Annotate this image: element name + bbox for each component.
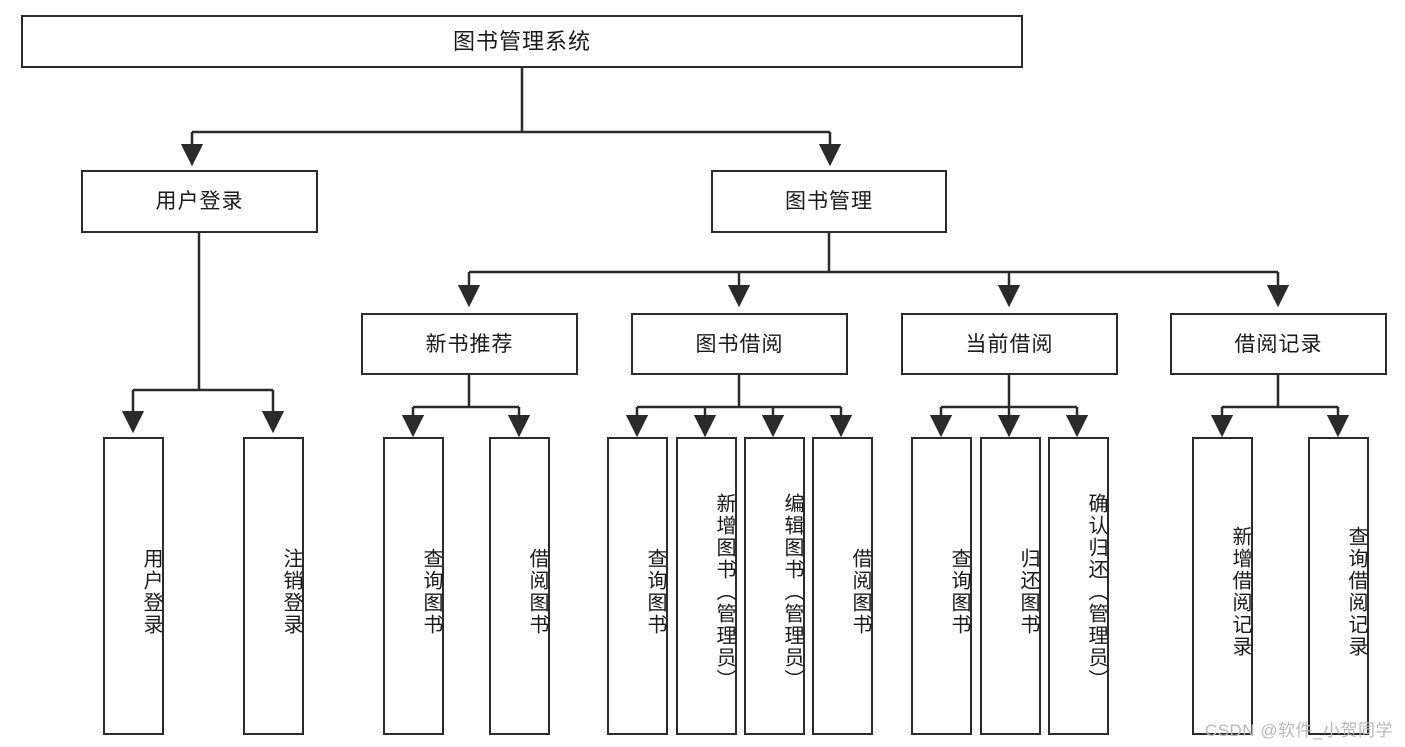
node-book-manage[interactable]: 图书管理 bbox=[711, 170, 947, 233]
node-label: 确认归还（管理员） bbox=[1085, 493, 1107, 691]
leaf-user-login[interactable]: 用户登录 bbox=[103, 437, 164, 735]
node-root-book-management-system[interactable]: 图书管理系统 bbox=[21, 15, 1023, 68]
leaf-query-book-borrow[interactable]: 查询图书 bbox=[607, 437, 668, 735]
leaf-borrow-book-new-recommendation[interactable]: 借阅图书 bbox=[489, 437, 550, 735]
node-label: 借阅记录 bbox=[1234, 332, 1323, 356]
node-label: 查询图书 bbox=[948, 548, 970, 636]
leaf-edit-book-admin[interactable]: 编辑图书（管理员） bbox=[744, 437, 805, 735]
node-label: 借阅图书 bbox=[849, 548, 871, 636]
node-new-book-recommendation[interactable]: 新书推荐 bbox=[361, 313, 578, 375]
node-label: 新增借阅记录 bbox=[1229, 526, 1251, 658]
node-user-login[interactable]: 用户登录 bbox=[81, 170, 318, 233]
leaf-logout-login[interactable]: 注销登录 bbox=[243, 437, 304, 735]
node-label: 图书管理 bbox=[785, 190, 873, 213]
node-label: 查询图书 bbox=[420, 548, 442, 636]
node-label: 新增图书（管理员） bbox=[713, 493, 735, 691]
node-label: 图书借阅 bbox=[695, 332, 784, 356]
leaf-query-book-current[interactable]: 查询图书 bbox=[911, 437, 972, 735]
node-label: 查询图书 bbox=[644, 548, 666, 636]
node-label: 借阅图书 bbox=[526, 548, 548, 636]
node-label: 归还图书 bbox=[1017, 548, 1039, 636]
node-current-borrow[interactable]: 当前借阅 bbox=[901, 313, 1118, 375]
node-label: 注销登录 bbox=[280, 548, 302, 636]
node-book-borrow[interactable]: 图书借阅 bbox=[631, 313, 848, 375]
node-label: 用户登录 bbox=[140, 548, 162, 636]
node-label: 当前借阅 bbox=[965, 332, 1054, 356]
leaf-add-borrow-record[interactable]: 新增借阅记录 bbox=[1192, 437, 1253, 735]
leaf-borrow-book[interactable]: 借阅图书 bbox=[812, 437, 873, 735]
node-borrow-record[interactable]: 借阅记录 bbox=[1170, 313, 1387, 375]
csdn-watermark: CSDN @软件_小贺同学 bbox=[1204, 721, 1393, 740]
node-label: 查询借阅记录 bbox=[1345, 526, 1367, 658]
leaf-confirm-return-admin[interactable]: 确认归还（管理员） bbox=[1048, 437, 1109, 735]
leaf-query-book-new-recommendation[interactable]: 查询图书 bbox=[383, 437, 444, 735]
node-label: 用户登录 bbox=[155, 190, 244, 213]
node-label: 新书推荐 bbox=[425, 332, 514, 356]
leaf-return-book[interactable]: 归还图书 bbox=[980, 437, 1041, 735]
leaf-query-borrow-record[interactable]: 查询借阅记录 bbox=[1308, 437, 1369, 735]
node-label: 编辑图书（管理员） bbox=[781, 493, 803, 691]
leaf-add-book-admin[interactable]: 新增图书（管理员） bbox=[676, 437, 737, 735]
node-label: 图书管理系统 bbox=[452, 28, 591, 54]
